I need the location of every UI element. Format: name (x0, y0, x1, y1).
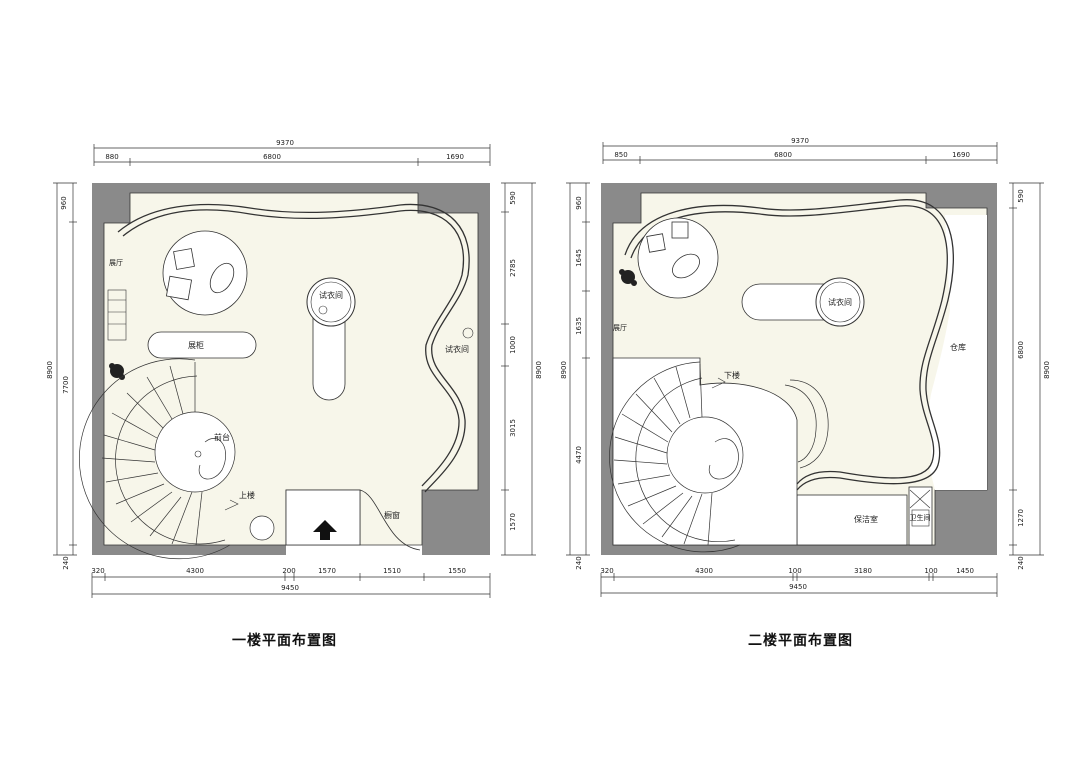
plan-1-dim-left-seg-1: 960 (60, 196, 68, 209)
plan-1-dim-bottom-seg-4: 1570 (318, 567, 336, 575)
plan-2-title: 二楼平面布置图 (748, 633, 853, 649)
plan-2-plant-icon (619, 269, 637, 286)
plan-1-label-fitting-room-right: 试衣间 (445, 344, 469, 354)
plan-1-dim-right-seg-3: 1000 (509, 336, 517, 354)
plan-2-dim-left-seg-2: 1645 (575, 249, 583, 267)
plan-2-dim-left-total: 8900 (560, 361, 568, 379)
plan-1-lounge (162, 230, 248, 316)
plan-1-dim-right-seg-5: 1570 (509, 513, 517, 531)
plan-1-entry-arrow-icon (313, 520, 337, 540)
plan-1-dim-right-seg-4: 3015 (509, 419, 517, 437)
plan-2-dim-bottom-total: 9450 (789, 583, 807, 591)
plan-2-dim-right-seg-2: 1270 (1017, 509, 1025, 527)
plan-2-small-label-2: 卫生间 (910, 513, 931, 522)
plan-1-dim-left-total: 8900 (46, 361, 54, 379)
plan-1-label-window: 橱窗 (384, 510, 400, 520)
plan-1-dims-left (53, 182, 77, 556)
plan-2-dim-left-seg-4: 4470 (575, 446, 583, 464)
plan-1-dim-left-sub: 7700 (62, 376, 70, 394)
plan-2-dim-bottom-seg-3: 100 (788, 567, 801, 575)
plan-1-dim-top-seg-3: 1690 (446, 153, 464, 161)
plan-1-dim-top-seg-2: 6800 (263, 153, 281, 161)
plan-2-label-warehouse: 仓库 (950, 342, 966, 352)
plan-1-dims-top (93, 144, 491, 166)
plan-2-dims-right (1009, 182, 1044, 556)
plan-2-dim-bottom-seg-5: 100 (924, 567, 937, 575)
plan-2-dims-bottom (600, 573, 998, 597)
plan-1-dim-bottom-seg-2: 4300 (186, 567, 204, 575)
plan-1-dims-bottom (91, 573, 491, 598)
plan-2-small-label: 展厅 (613, 324, 627, 332)
plan-2-dim-bottom-seg-1: 320 (600, 567, 613, 575)
plan-1-dim-top-seg-1: 880 (105, 153, 118, 161)
plan-2-dims-top (602, 142, 998, 164)
plan-1-dim-top-total: 9370 (276, 139, 294, 147)
plan-2-dim-left-seg-1: 960 (575, 196, 583, 209)
plan-1-label-counter: 前台 (214, 432, 230, 442)
plan-1-label-upstairs: 上楼 (239, 490, 255, 500)
plan-1-display-cabinet (147, 331, 257, 359)
plan-2-dim-top-seg-1: 850 (614, 151, 627, 159)
plan-1-title: 一楼平面布置图 (232, 633, 337, 649)
plan-2-dim-top-seg-3: 1690 (952, 151, 970, 159)
plan-2-curved-rail (624, 199, 954, 491)
plan-1-curved-rail (117, 203, 470, 493)
plan-1-rack (107, 289, 127, 341)
plan-1-label-display-cabinet: 展柜 (188, 340, 204, 350)
plan-1-dim-left-bottom: 240 (62, 556, 70, 569)
plan-2-dim-left-seg-3: 1635 (575, 317, 583, 335)
plan-1-dim-right-seg-1: 590 (509, 191, 517, 204)
plan-2: 9370 850 6800 1690 960 1645 1635 4470 89… (560, 137, 1051, 597)
plan-1-walls (92, 183, 490, 555)
plan-1-dim-bottom-seg-5: 1510 (383, 567, 401, 575)
plan-1-label-fitting-room-center: 试衣间 (319, 290, 343, 300)
plan-2-label-fitting-room-center: 试衣间 (828, 297, 852, 307)
plan-1-dims-right (501, 182, 536, 556)
plan-1-small-label: 展厅 (109, 259, 123, 267)
plan-1-dim-right-total: 8900 (535, 361, 543, 379)
plan-2-dim-bottom-seg-4: 3180 (854, 567, 872, 575)
plan-2-dim-right-bottom: 240 (1017, 556, 1025, 569)
plan-2-walls (601, 183, 997, 555)
plan-2-dim-bottom-seg-2: 4300 (695, 567, 713, 575)
plan-2-dim-right-sub: 6800 (1017, 341, 1025, 359)
plan-2-warehouse (929, 215, 987, 490)
plan-2-cleaning-room (796, 494, 908, 546)
plan-2-dim-bottom-seg-6: 1450 (956, 567, 974, 575)
plan-1-dim-right-seg-2: 2785 (509, 259, 517, 277)
plan-2-dims-left (566, 182, 590, 556)
plan-2-label-downstairs: 下楼 (724, 370, 740, 380)
plan-1-dim-bottom-seg-3: 200 (282, 567, 295, 575)
plan-2-dim-right-seg-1: 590 (1017, 189, 1025, 202)
plan-1: 9370 880 6800 1690 960 8900 7700 240 5 (46, 139, 543, 598)
plan-2-dim-top-seg-2: 6800 (774, 151, 792, 159)
plan-2-label-cleaning-room: 保洁室 (854, 514, 878, 524)
plan-1-fitting-room-center (306, 277, 356, 327)
plan-2-fitting-room-center (815, 277, 865, 327)
plan-1-dim-bottom-seg-6: 1550 (448, 567, 466, 575)
plan-2-dim-left-bottom: 240 (575, 556, 583, 569)
plan-1-dim-bottom-seg-1: 320 (91, 567, 104, 575)
plan-1-dim-bottom-total: 9450 (281, 584, 299, 592)
plan-2-dim-top-total: 9370 (791, 137, 809, 145)
plan-2-dim-right-total: 8900 (1043, 361, 1051, 379)
